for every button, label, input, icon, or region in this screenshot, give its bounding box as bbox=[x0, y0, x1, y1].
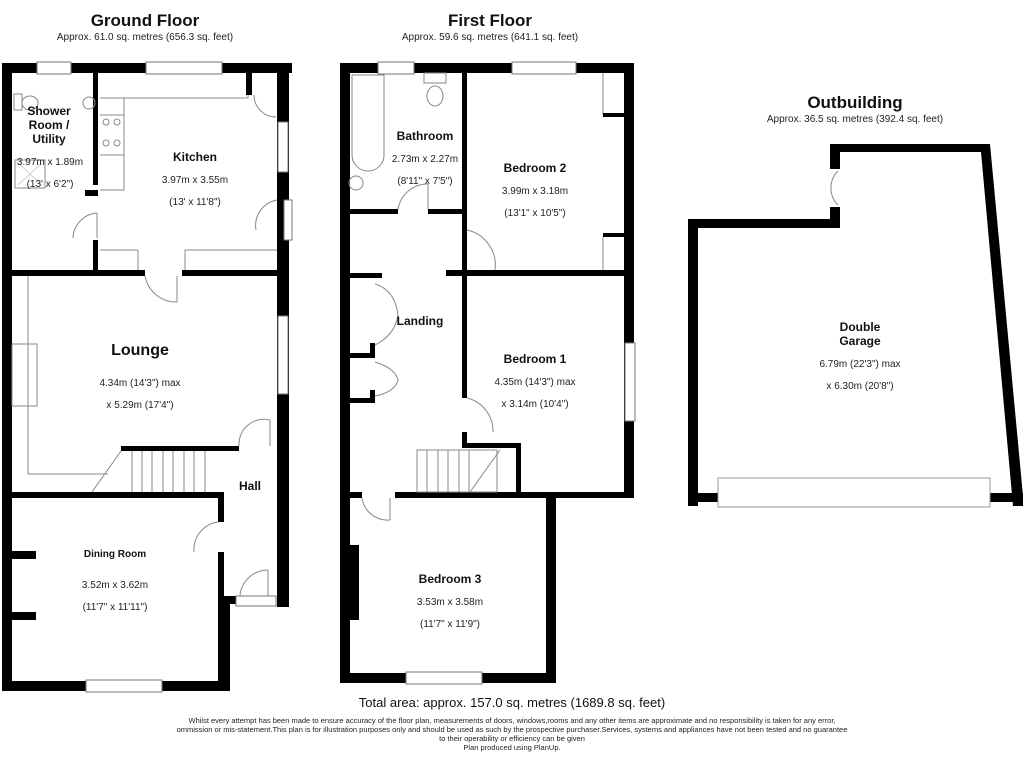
room-label-kitchen: Kitchen bbox=[172, 150, 217, 164]
disclaimer: Whilst every attempt has been made to en… bbox=[150, 716, 874, 752]
room-name-line: Shower bbox=[27, 104, 71, 118]
room-dims-double-garage: 6.79m (22'3") max x 6.30m (20'8") bbox=[800, 348, 920, 403]
dims-metric: 4.35m (14'3") max bbox=[494, 377, 576, 388]
disclaimer-line: to their operability or efficiency can b… bbox=[439, 734, 585, 743]
dims-metric: 6.79m (22'3") max bbox=[819, 359, 901, 370]
room-dims-bedroom-1: 4.35m (14'3") max x 3.14m (10'4") bbox=[480, 366, 590, 421]
room-label-dining-room: Dining Room bbox=[83, 549, 147, 560]
ground-floor-title: Ground Floor bbox=[90, 11, 200, 30]
dims-metric: 3.53m x 3.58m bbox=[416, 597, 484, 608]
dims-metric: 3.97m x 1.89m bbox=[16, 157, 84, 168]
room-dims-shower-utility: 3.97m x 1.89m (13' x 6'2") bbox=[8, 146, 92, 201]
dims-imperial: (11'7" x 11'11") bbox=[82, 602, 148, 613]
room-label-bedroom-1: Bedroom 1 bbox=[503, 352, 567, 366]
first-floor-plan bbox=[340, 61, 636, 685]
dims-metric: 3.99m x 3.18m bbox=[501, 186, 569, 197]
dims-metric: 2.73m x 2.27m bbox=[391, 154, 459, 165]
room-dims-kitchen: 3.97m x 3.55m (13' x 11'8") bbox=[130, 164, 260, 219]
outbuilding-title: Outbuilding bbox=[807, 93, 903, 112]
room-name-line: Double bbox=[839, 320, 881, 334]
room-label-double-garage: Double Garage bbox=[800, 320, 920, 348]
outbuilding-plan bbox=[688, 144, 1023, 508]
dims-imperial: (11'7" x 11'9") bbox=[419, 619, 481, 630]
room-label-bathroom: Bathroom bbox=[396, 129, 454, 143]
room-label-lounge: Lounge bbox=[111, 342, 169, 359]
room-dims-dining-room: 3.52m x 3.62m (11'7" x 11'11") bbox=[60, 569, 170, 624]
first-floor-title: First Floor bbox=[447, 11, 533, 30]
room-dims-bedroom-3: 3.53m x 3.58m (11'7" x 11'9") bbox=[395, 586, 505, 641]
total-area: Total area: approx. 157.0 sq. metres (16… bbox=[358, 695, 666, 710]
outbuilding-area: Approx. 36.5 sq. metres (392.4 sq. feet) bbox=[766, 114, 944, 125]
dims-metric: 3.97m x 3.55m bbox=[161, 175, 229, 186]
dims-imperial: x 3.14m (10'4") bbox=[501, 399, 569, 410]
room-dims-lounge: 4.34m (14'3") max x 5.29m (17'4") bbox=[70, 367, 210, 422]
room-label-bedroom-3: Bedroom 3 bbox=[418, 572, 482, 586]
room-name-line: Utility bbox=[32, 132, 66, 146]
disclaimer-line: Plan produced using PlanUp. bbox=[463, 743, 561, 752]
ground-floor-plan bbox=[2, 61, 293, 693]
dims-imperial: x 6.30m (20'8") bbox=[826, 381, 894, 392]
room-label-bedroom-2: Bedroom 2 bbox=[503, 161, 567, 175]
room-label-landing: Landing bbox=[396, 314, 444, 328]
dims-imperial: (13' x 6'2") bbox=[26, 179, 74, 190]
room-label-shower-utility: Shower Room / Utility bbox=[8, 104, 90, 146]
dims-imperial: (13' x 11'8") bbox=[169, 197, 221, 208]
disclaimer-line: Whilst every attempt has been made to en… bbox=[188, 716, 836, 725]
dims-imperial: x 5.29m (17'4") bbox=[106, 400, 174, 411]
dims-metric: 3.52m x 3.62m bbox=[81, 580, 149, 591]
room-dims-bedroom-2: 3.99m x 3.18m (13'1" x 10'5") bbox=[480, 175, 590, 230]
room-label-hall: Hall bbox=[238, 479, 261, 493]
dims-imperial: (8'11" x 7'5") bbox=[397, 176, 453, 187]
first-floor-area: Approx. 59.6 sq. metres (641.1 sq. feet) bbox=[401, 32, 579, 43]
ground-floor-area: Approx. 61.0 sq. metres (656.3 sq. feet) bbox=[56, 32, 234, 43]
dims-metric: 4.34m (14'3") max bbox=[99, 378, 181, 389]
dims-imperial: (13'1" x 10'5") bbox=[504, 208, 566, 219]
room-dims-bathroom: 2.73m x 2.27m (8'11" x 7'5") bbox=[370, 143, 480, 198]
disclaimer-line: ommission or mis-statement.This plan is … bbox=[176, 725, 848, 734]
room-name-line: Garage bbox=[839, 334, 881, 348]
room-name-line: Room / bbox=[28, 118, 70, 132]
